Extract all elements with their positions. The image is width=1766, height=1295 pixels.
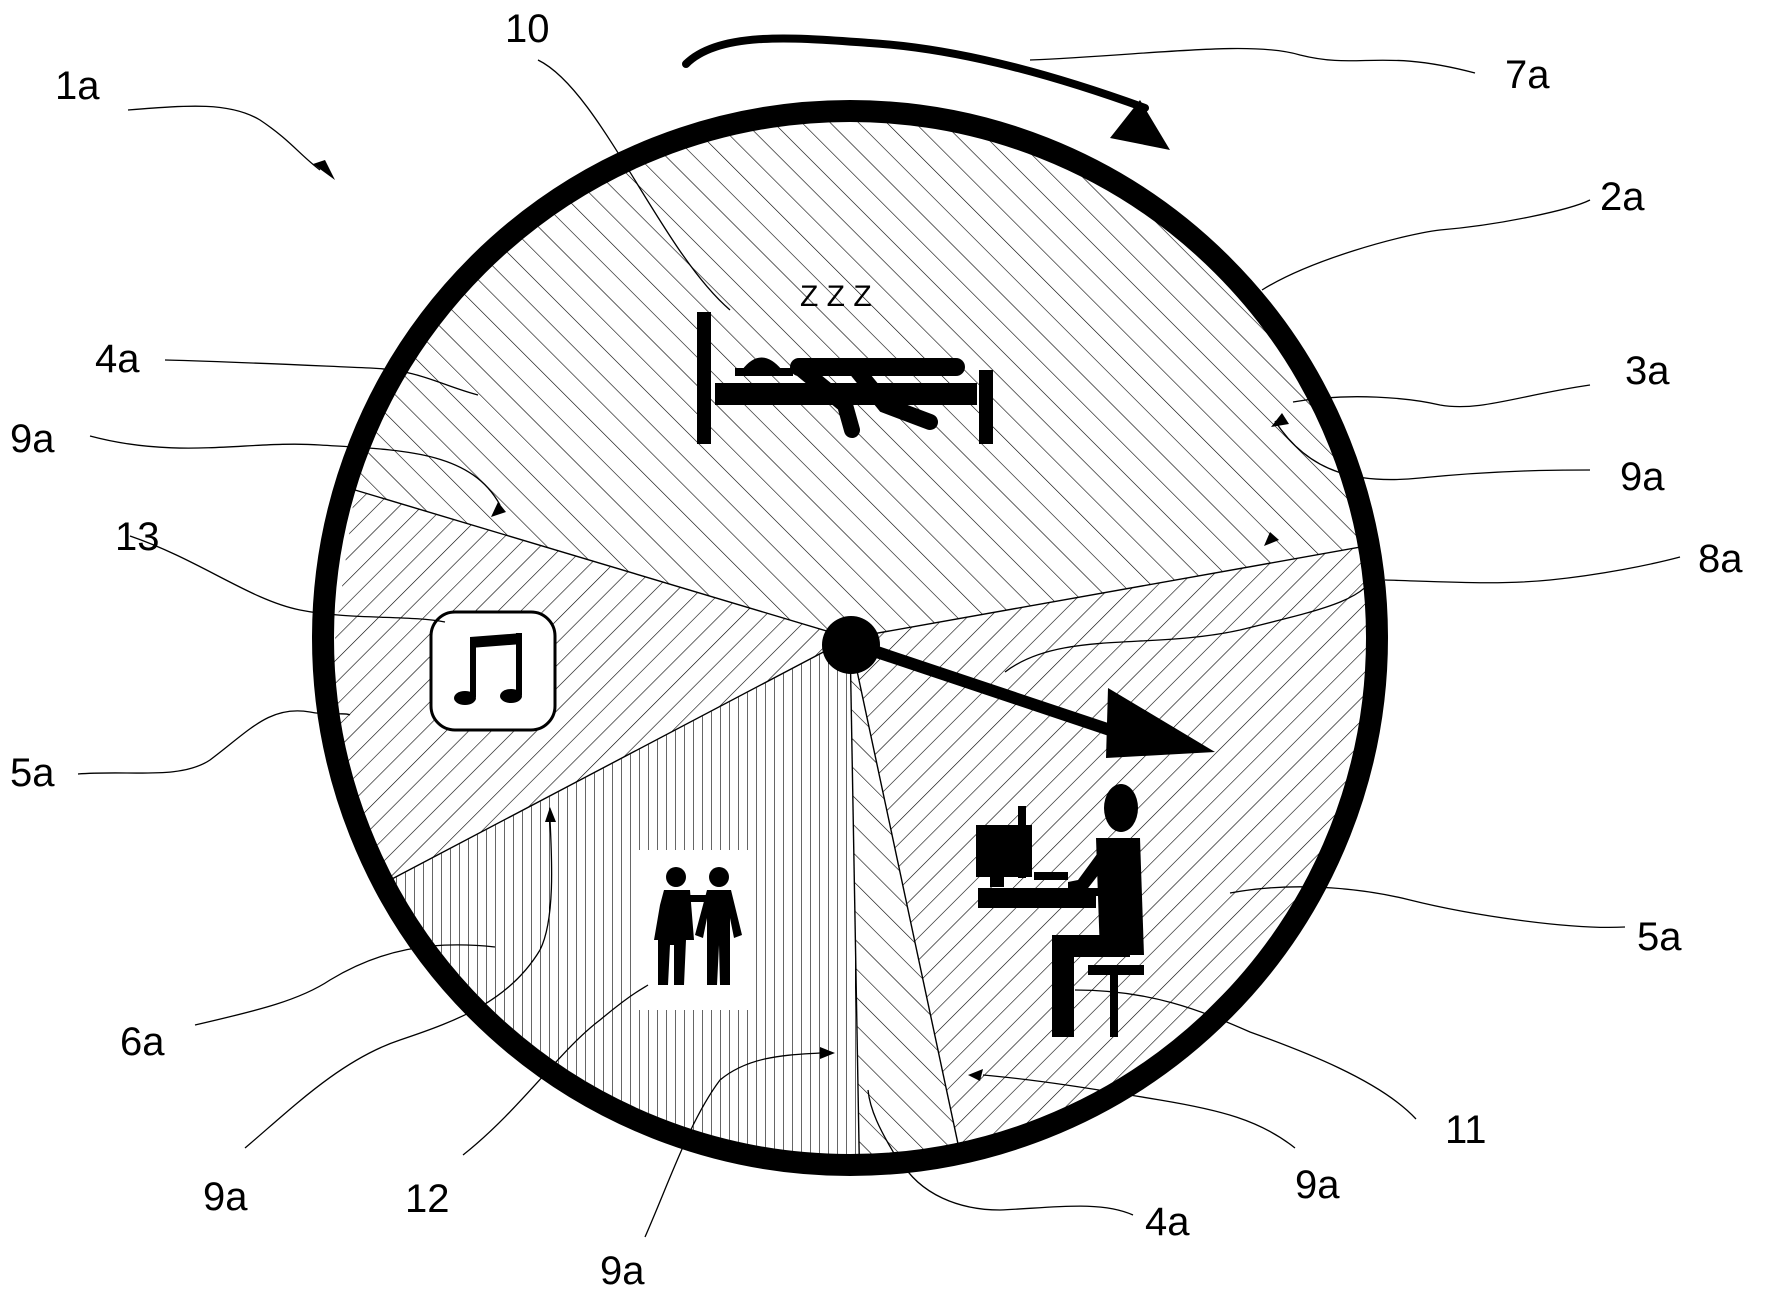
label-9a-bottom: 9a [600,1249,645,1293]
label-2a: 2a [1600,175,1645,219]
sleep-text: Z Z Z [800,280,872,313]
label-5a-left: 5a [10,751,55,795]
label-1a: 1a [55,64,100,108]
label-8a: 8a [1698,537,1743,581]
label-4a-bottom: 4a [1145,1200,1190,1244]
label-5a-right: 5a [1637,915,1682,959]
hand-pivot [822,616,880,674]
label-4a-top: 4a [95,337,140,381]
label-11: 11 [1445,1108,1487,1152]
label-6a: 6a [120,1020,165,1064]
music-note-icon [431,612,555,730]
label-12: 12 [405,1177,450,1221]
label-9a-bottom-right: 9a [1295,1163,1340,1207]
label-9a-left: 9a [10,417,55,461]
label-9a-right: 9a [1620,455,1665,499]
label-7a: 7a [1505,53,1550,97]
label-3a: 3a [1625,349,1670,393]
label-13: 13 [115,515,160,559]
two-people-icon [635,850,755,1010]
label-9a-bottom-left: 9a [203,1175,248,1219]
label-10: 10 [505,7,550,51]
